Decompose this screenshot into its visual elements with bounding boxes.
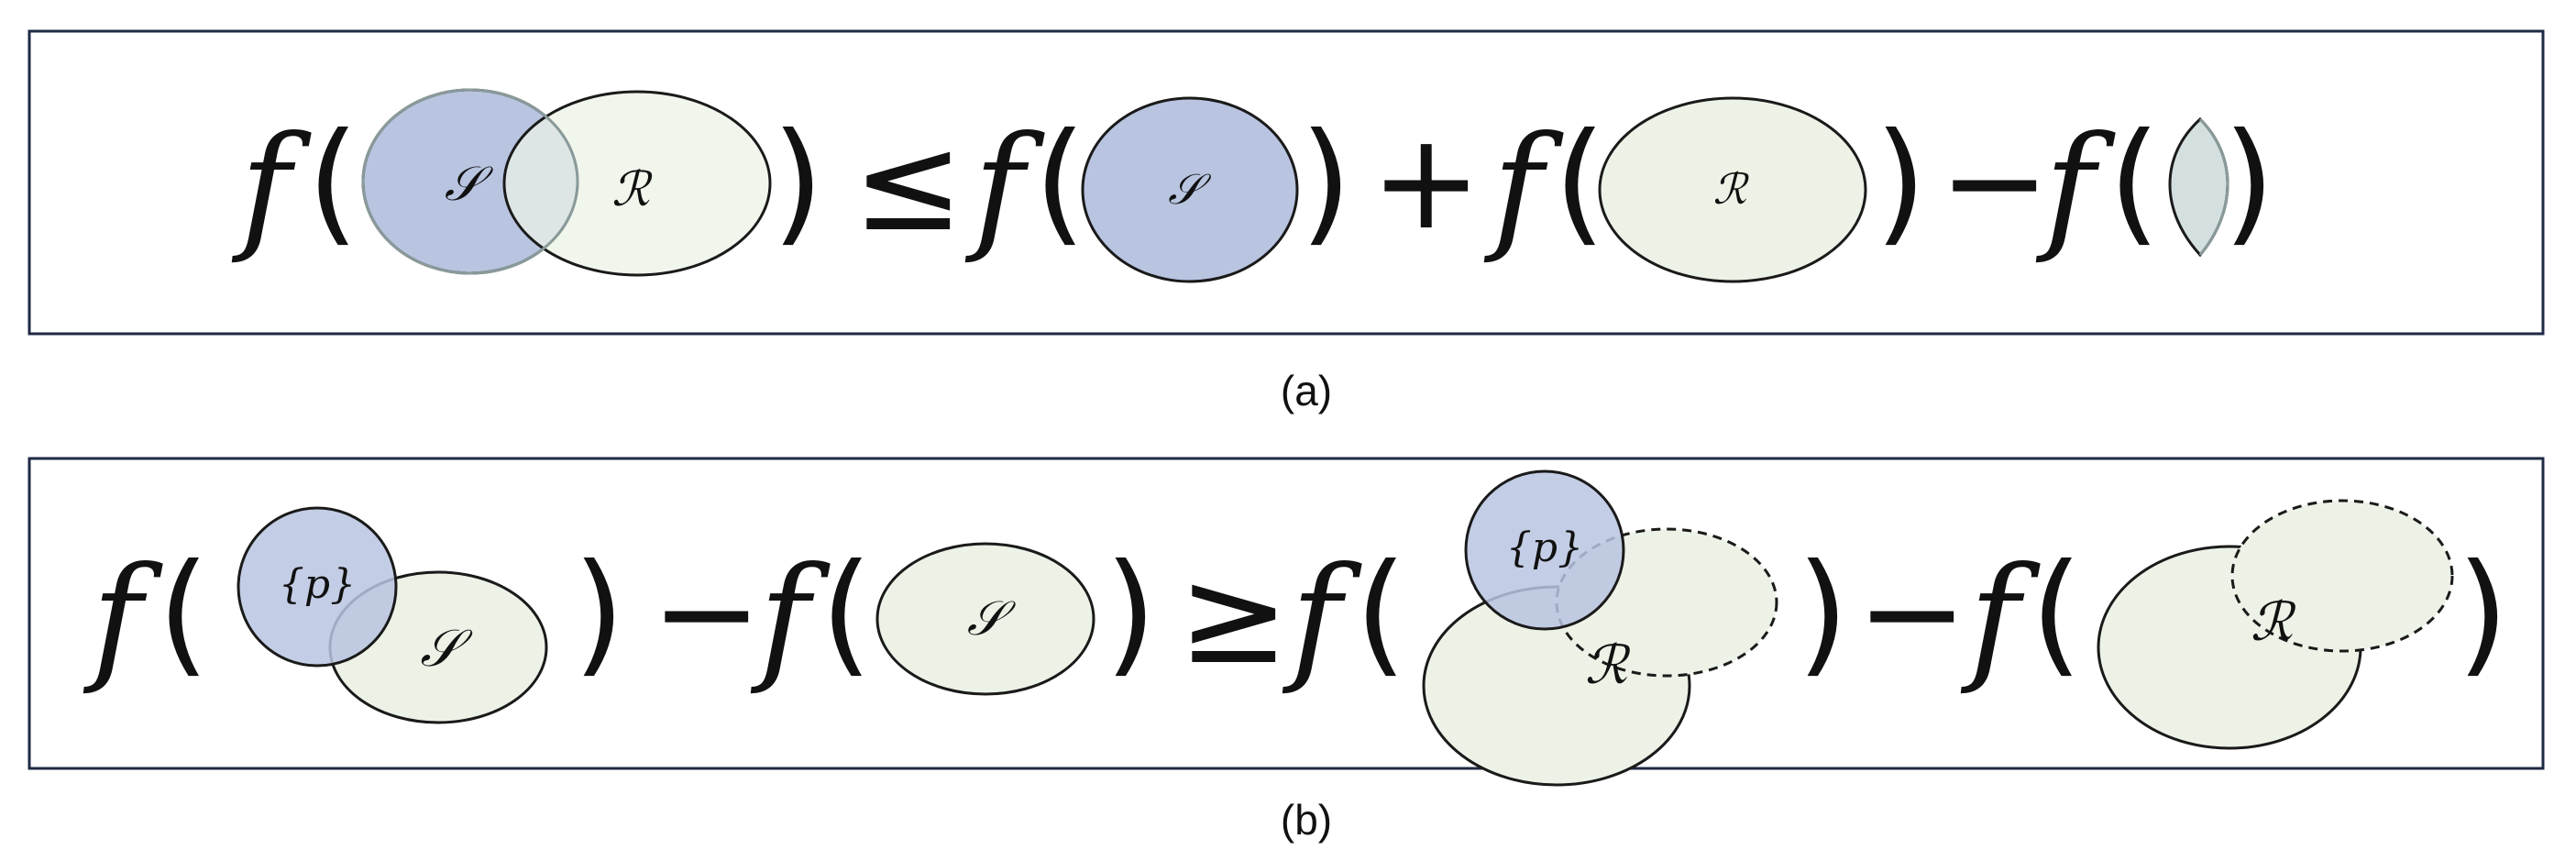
- panel-a-open-paren-4: (: [2108, 105, 2161, 259]
- panel-b-ge-sign: ≥: [1178, 539, 1290, 694]
- panel-b-close-paren-2: ): [1105, 535, 1157, 690]
- panel-b-element-p-circle-2: [1464, 469, 1625, 631]
- panel-a-intersection-lens-edge: [2198, 117, 2229, 256]
- panel-b-open-paren-3: (: [1355, 535, 1407, 690]
- panel-b-close-paren-4: ): [2457, 535, 2509, 690]
- panel-b-open-paren-2: (: [820, 535, 873, 690]
- panel-a-close-paren-3: ): [1875, 105, 1927, 259]
- panel-b-caption: (b): [1281, 796, 1332, 844]
- panel-a-set-r-circle-1: [502, 90, 772, 277]
- panel-b-label-p-2: {p}: [1506, 524, 1583, 571]
- panel-a-open-paren-1: (: [307, 105, 359, 259]
- panel-b-label-r-1: ℛ: [1585, 634, 1631, 696]
- panel-a-caption: (a): [1281, 367, 1332, 414]
- panel-b-label-r-2: ℛ: [2251, 591, 2296, 653]
- panel-b-element-p-circle-1: [237, 506, 398, 668]
- panel-a-plus-sign: +: [1371, 105, 1482, 259]
- panel-b-label-p-1: {p}: [279, 561, 356, 608]
- panel-b-set-r-dashed-circle-2: [2230, 499, 2454, 653]
- panel-a-set-s-outline-1: [361, 88, 579, 275]
- panel-a-open-paren-3: (: [1554, 105, 1606, 259]
- panel-a-close-paren-1: ): [772, 105, 824, 259]
- panel-a-close-paren-2: ): [1300, 105, 1352, 259]
- panel-b-close-paren-1: ): [573, 535, 625, 690]
- panel-a-label-r-1: ℛ: [611, 162, 653, 217]
- panel-b-open-paren-4: (: [2031, 535, 2083, 690]
- panel-a-minus-sign: −: [1939, 105, 2051, 259]
- panel-b-minus-sign-2: −: [1856, 535, 1968, 690]
- panel-a-set-r-circle-2: [1598, 96, 1867, 283]
- panel-a-label-r-2: ℛ: [1713, 164, 1750, 214]
- panel-b-minus-sign-1: −: [651, 535, 763, 690]
- panel-b-set-s-circle-2: [875, 542, 1095, 696]
- panel-b-close-paren-3: ): [1797, 535, 1849, 690]
- panel-a-set-s-circle-2: [1081, 96, 1299, 283]
- panel-a-open-paren-2: (: [1034, 105, 1086, 259]
- panel-a-le-sign: ≤: [853, 106, 964, 261]
- panel-b-open-paren-1: (: [158, 535, 210, 690]
- panel-a-close-paren-4: ): [2223, 105, 2275, 259]
